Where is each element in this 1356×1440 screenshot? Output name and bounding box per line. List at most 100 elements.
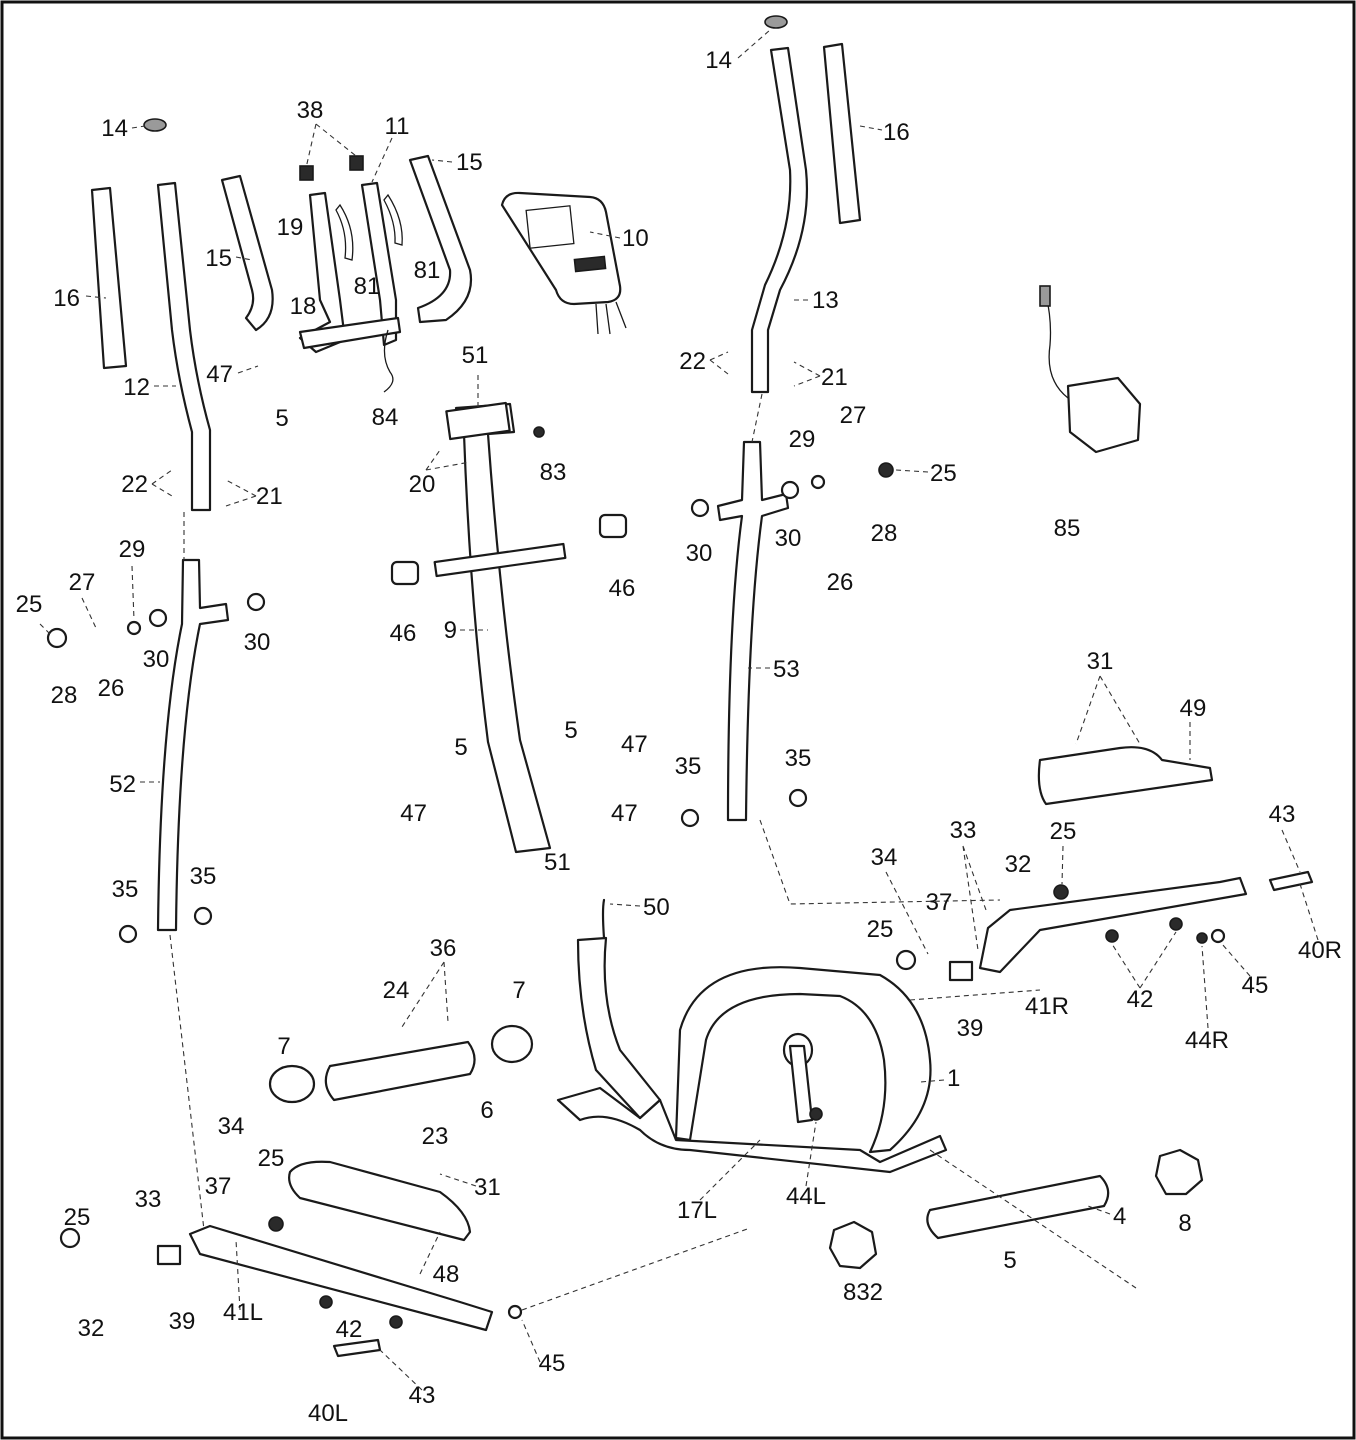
hand-grip-left	[220, 174, 274, 332]
cap-25-left	[59, 1227, 81, 1249]
callout-c10: 10	[622, 225, 649, 252]
callout-c23: 23	[422, 1123, 449, 1150]
callout-c25f: 25	[64, 1204, 91, 1231]
knob-42b	[1169, 917, 1183, 931]
callout-c52: 52	[109, 771, 136, 798]
callout-c47c: 47	[400, 800, 427, 827]
callout-c44L: 44L	[786, 1183, 826, 1210]
callout-c25a: 25	[930, 460, 957, 487]
callout-c29b: 29	[119, 536, 146, 563]
callout-c17L: 17L	[677, 1197, 717, 1224]
nut-83	[533, 426, 545, 438]
console-button	[573, 255, 607, 273]
adapter-cable	[1045, 294, 1069, 399]
console	[500, 191, 622, 306]
callout-c35d: 35	[190, 863, 217, 890]
callout-c35c: 35	[112, 876, 139, 903]
upper-handlebar-left	[156, 181, 212, 512]
callout-c6: 6	[480, 1097, 493, 1124]
bushing-30b	[246, 592, 266, 612]
bushing-right	[598, 513, 628, 539]
callout-c81a: 81	[354, 273, 381, 300]
roller-35c	[680, 808, 700, 828]
roller-35d	[788, 788, 808, 808]
foam-grip-right	[822, 42, 862, 225]
leader-lines	[39, 29, 1319, 1391]
knob-42a	[1105, 929, 1119, 943]
lower-handlebar-left	[156, 558, 230, 932]
callout-c51b: 51	[544, 849, 571, 876]
callout-c9: 9	[444, 617, 457, 644]
callout-c85: 85	[1054, 515, 1081, 542]
callout-c43b: 43	[409, 1382, 436, 1409]
end-cap-8	[1154, 1148, 1204, 1196]
nut-25-pivot	[878, 462, 894, 478]
washer-29b	[810, 474, 826, 490]
pedal-arm-right	[978, 876, 1248, 974]
foam-grip-left	[90, 186, 128, 370]
callout-c32b: 32	[78, 1315, 105, 1342]
callout-c832: 832	[843, 1279, 883, 1306]
pivot-axle	[433, 542, 567, 578]
fixed-handlebar-crossbar	[298, 316, 402, 350]
parts-layer	[46, 15, 1314, 1358]
nut-25-arm	[1053, 884, 1069, 900]
pulse-cable	[383, 329, 394, 393]
callout-c30c: 30	[143, 646, 170, 673]
callout-c46b: 46	[390, 620, 417, 647]
upper-handlebar-right	[750, 46, 809, 394]
knob-44L	[809, 1107, 823, 1121]
front-upright	[576, 936, 662, 1120]
callout-c37b: 37	[205, 1173, 232, 1200]
callout-c4: 4	[1113, 1203, 1126, 1230]
callout-c51a: 51	[462, 342, 489, 369]
main-frame	[556, 1086, 948, 1174]
flywheel-housing	[674, 966, 932, 1154]
callout-c28a: 28	[871, 520, 898, 547]
callout-c22b: 22	[121, 471, 148, 498]
callout-c47b: 47	[621, 731, 648, 758]
cap-25-right	[895, 949, 917, 971]
callout-c27a: 27	[840, 402, 867, 429]
callout-c25c: 25	[1050, 818, 1077, 845]
bushing-30c	[690, 498, 710, 518]
callout-c40R: 40R	[1298, 937, 1342, 964]
callout-c5c: 5	[564, 717, 577, 744]
callout-c14a: 14	[705, 47, 732, 74]
callout-c28b: 28	[51, 682, 78, 709]
lower-handlebar-right	[716, 440, 790, 822]
callout-c26a: 26	[827, 569, 854, 596]
crank-arm	[788, 1044, 814, 1124]
callout-c26b: 26	[98, 675, 125, 702]
callout-c1: 1	[947, 1065, 960, 1092]
callout-c8: 8	[1178, 1210, 1191, 1237]
bracket-39-right	[948, 960, 974, 982]
pulse-sensor-left	[335, 203, 354, 261]
callout-c13: 13	[812, 287, 839, 314]
callout-c15b: 15	[205, 245, 232, 272]
callout-c84: 84	[372, 404, 399, 431]
callout-c45a: 45	[1242, 972, 1269, 999]
callout-c5b: 5	[454, 734, 467, 761]
bushing-left	[390, 560, 420, 586]
callout-c34a: 34	[871, 844, 898, 871]
callout-c50: 50	[643, 894, 670, 921]
fixed-handlebar-right-tube	[360, 181, 398, 347]
knob-42c	[319, 1295, 333, 1309]
pedal-left	[288, 1160, 472, 1242]
callout-c7b: 7	[277, 1033, 290, 1060]
roller-35a	[118, 924, 138, 944]
callout-c16a: 16	[883, 119, 910, 146]
bracket-39-left	[156, 1244, 182, 1266]
hand-grip-right	[408, 154, 473, 324]
callout-c44R: 44R	[1185, 1027, 1229, 1054]
sensor-wire-50	[601, 898, 606, 940]
nut-25-arm-left	[268, 1216, 284, 1232]
callout-c33a: 33	[950, 817, 977, 844]
axle-43-right	[1268, 870, 1314, 892]
knob-42d	[389, 1315, 403, 1329]
callout-c25b: 25	[16, 591, 43, 618]
callout-c18: 18	[290, 293, 317, 320]
